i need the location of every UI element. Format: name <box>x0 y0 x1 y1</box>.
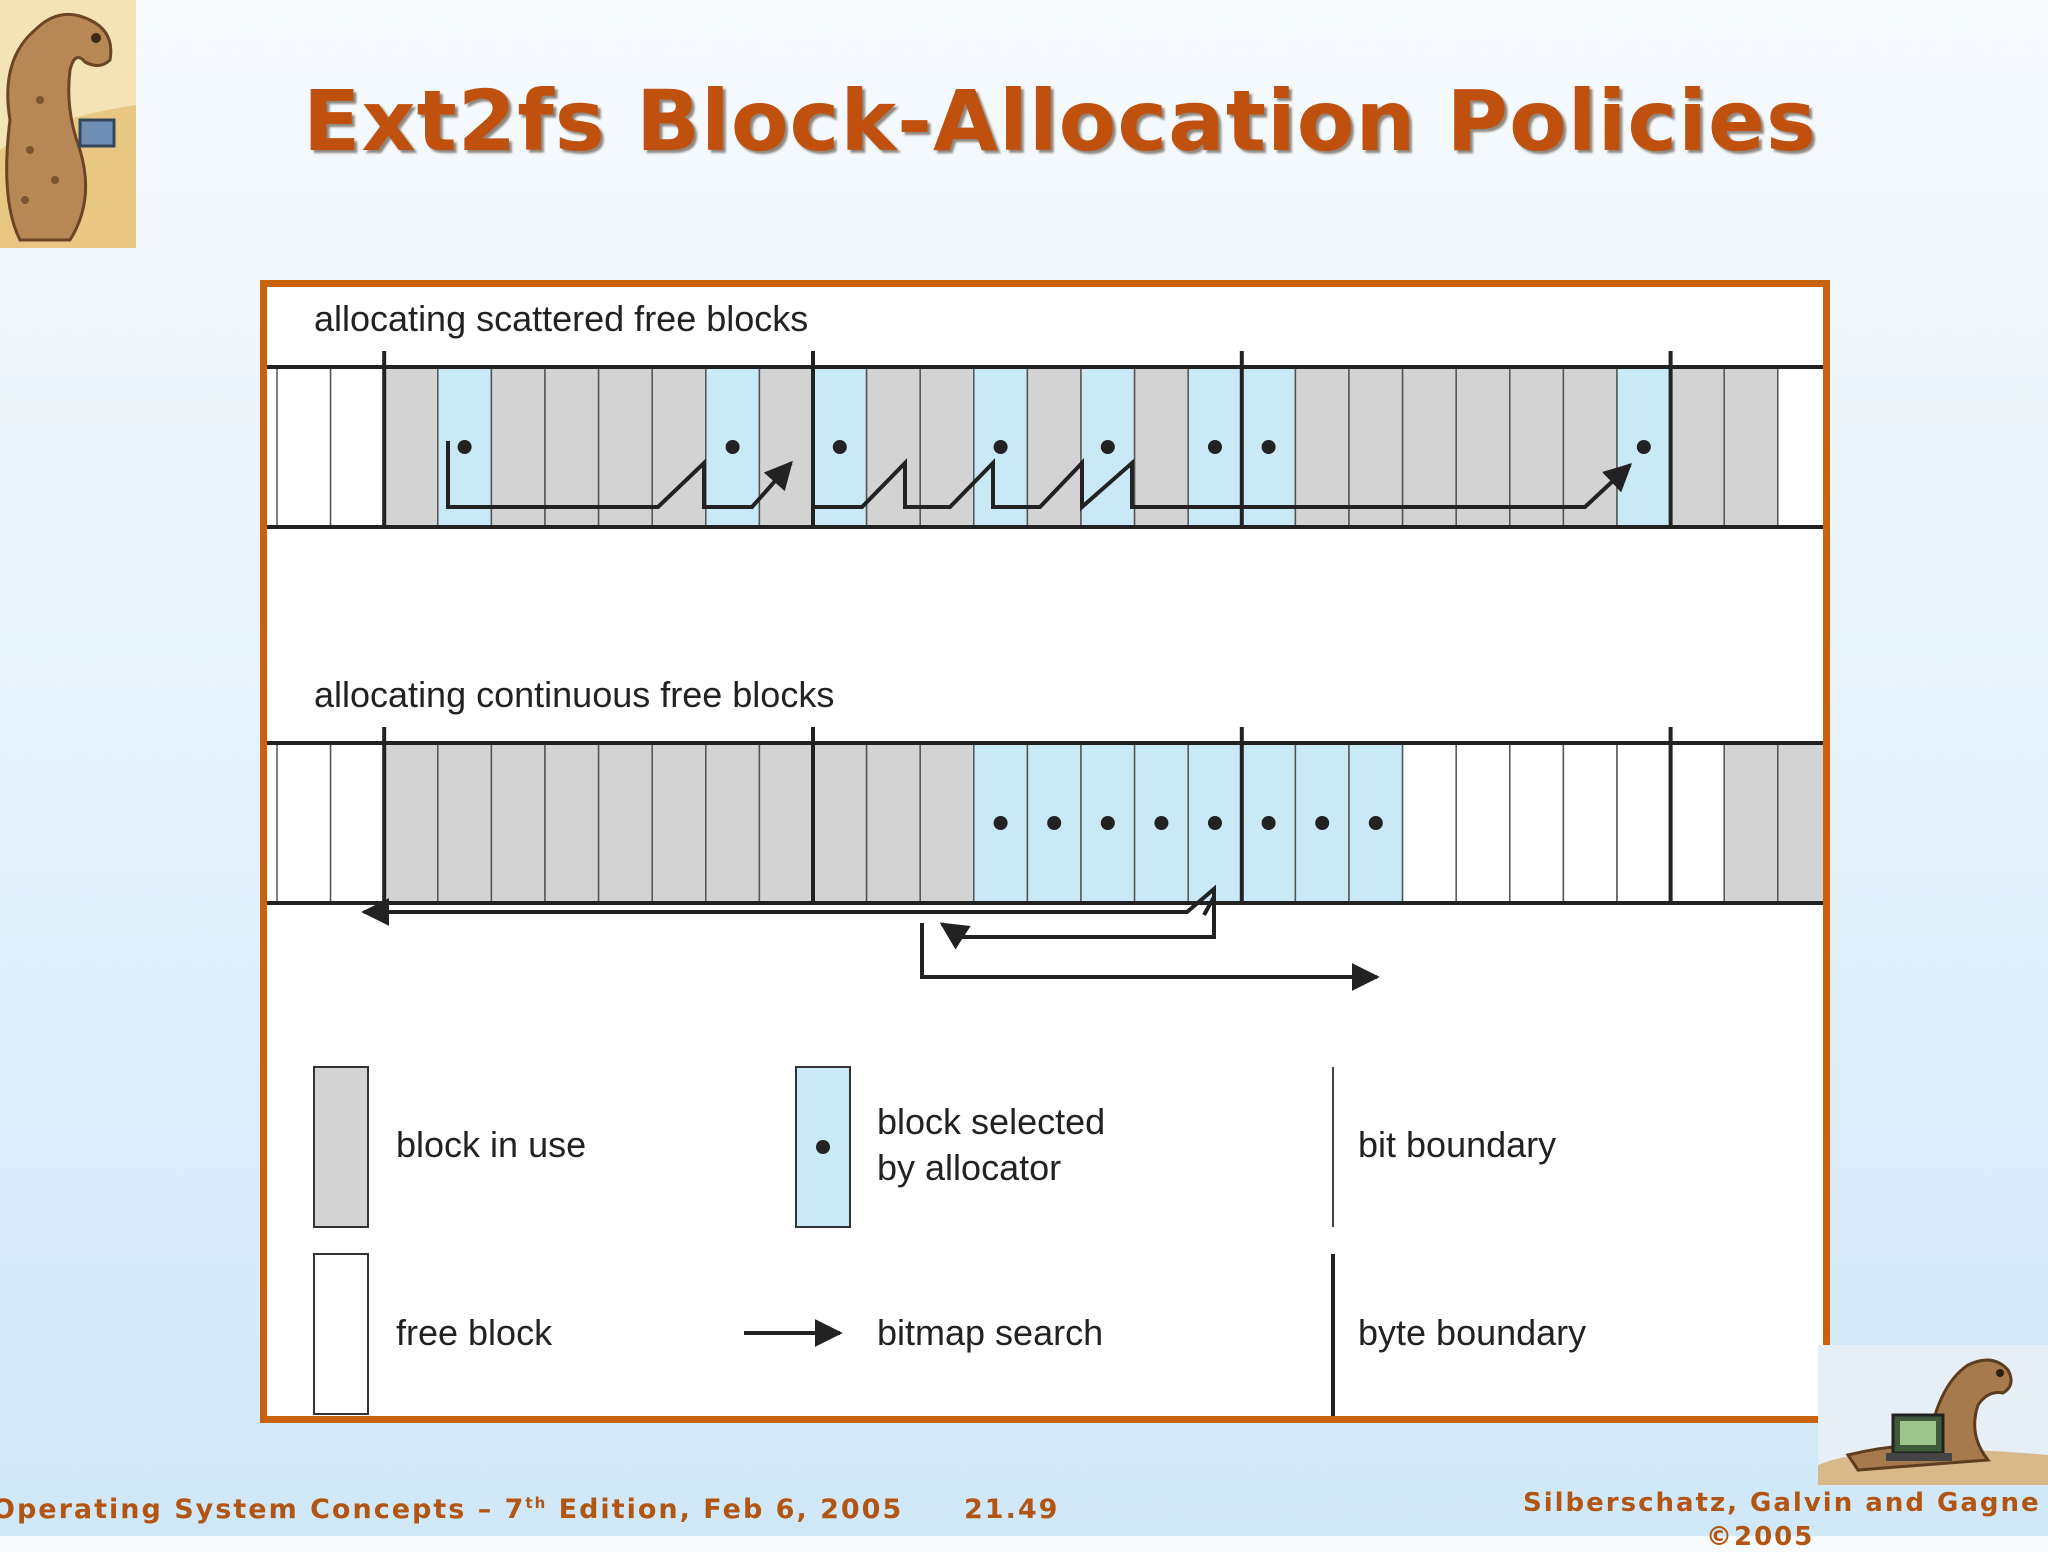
block-in-use <box>1723 742 1779 904</box>
footer-edition-sup: th <box>525 1494 548 1512</box>
legend-by-allocator-label: by allocator <box>877 1147 1061 1188</box>
footer-book-title-prefix: Operating System Concepts – 7 <box>0 1494 526 1525</box>
block-in-use <box>383 366 439 528</box>
block-in-use <box>1509 366 1565 528</box>
block-in-use <box>919 366 975 528</box>
selected-block-dot <box>1261 440 1276 454</box>
legend-free-swatch <box>313 1253 369 1415</box>
selected-block-dot <box>993 816 1008 830</box>
block-in-use <box>490 366 546 528</box>
selected-block-dot <box>832 440 847 454</box>
legend-free-block-label: free block <box>396 1312 553 1353</box>
scattered-section-label: allocating scattered free blocks <box>314 298 808 339</box>
free-block <box>1616 742 1672 904</box>
free-block <box>1401 742 1457 904</box>
block-in-use <box>1348 366 1404 528</box>
selected-block-dot <box>1315 816 1330 830</box>
block-in-use <box>812 742 868 904</box>
selected-block-dot <box>1047 816 1062 830</box>
legend-block-in-use-label: block in use <box>396 1124 586 1165</box>
footer-book-title-suffix: Edition, Feb 6, 2005 <box>547 1494 904 1525</box>
continuous-search-path-back <box>939 889 1216 950</box>
legend-bitmap-search-label: bitmap search <box>877 1312 1103 1353</box>
block-in-use <box>651 742 707 904</box>
legend-bit-boundary-label: bit boundary <box>1358 1124 1556 1165</box>
block-allocation-figure: allocating scattered free blocks allocat… <box>260 280 1830 1423</box>
free-block <box>1777 366 1823 528</box>
block-in-use <box>758 742 814 904</box>
footer-page-number: 21.49 <box>964 1494 1060 1525</box>
legend-byte-boundary-label: byte boundary <box>1358 1312 1586 1353</box>
block-in-use <box>1026 366 1082 528</box>
scattered-blocks-row <box>267 351 1823 529</box>
free-block <box>329 366 385 528</box>
block-in-use <box>1133 366 1189 528</box>
selected-block-dot <box>1208 440 1222 454</box>
selected-block-dot <box>1261 816 1276 830</box>
selected-block-dot <box>725 440 740 454</box>
block-in-use <box>1401 366 1457 528</box>
free-block <box>329 742 385 904</box>
legend-used-swatch <box>313 1066 369 1228</box>
footer-copyright: ©2005 <box>1706 1522 1815 1552</box>
continuous-section-label: allocating continuous free blocks <box>314 674 834 715</box>
slide-title: Ext2fs Block-Allocation Policies <box>303 72 1817 170</box>
block-in-use <box>383 742 439 904</box>
block-in-use <box>1777 742 1823 904</box>
scattered-search-path <box>812 458 1633 512</box>
block-in-use <box>758 366 814 528</box>
legend-selected-dot <box>816 1140 830 1154</box>
block-allocation-diagram: allocating scattered free blocks allocat… <box>267 298 1823 1416</box>
legend-block-selected-label: block selected <box>877 1101 1105 1142</box>
block-in-use <box>1723 366 1779 528</box>
continuous-search-path-forward <box>920 923 1380 991</box>
block-in-use <box>865 742 921 904</box>
block-in-use <box>544 366 600 528</box>
block-in-use <box>919 742 975 904</box>
selected-block-dot <box>1636 440 1651 454</box>
block-in-use <box>705 742 761 904</box>
free-block <box>276 742 332 904</box>
block-in-use <box>544 742 600 904</box>
free-block <box>1455 742 1511 904</box>
free-block <box>1669 742 1725 904</box>
free-block <box>1562 742 1618 904</box>
selected-block-dot <box>1100 440 1115 454</box>
block-in-use <box>1294 366 1350 528</box>
footer-book-title: Operating System Concepts – 7th Edition,… <box>0 1494 903 1525</box>
selected-block-dot <box>457 440 472 454</box>
dinosaur-illustration-top-left <box>0 0 136 248</box>
block-in-use <box>865 366 921 528</box>
block-in-use <box>1669 366 1725 528</box>
dinosaur-illustration-bottom-right <box>1818 1345 2048 1485</box>
block-in-use <box>597 742 653 904</box>
block-in-use <box>437 742 493 904</box>
footer-authors: Silberschatz, Galvin and Gagne <box>1523 1488 2041 1518</box>
free-block <box>276 366 332 528</box>
selected-block-dot <box>1100 816 1115 830</box>
selected-block-dot <box>993 440 1008 454</box>
selected-block-dot <box>1368 816 1383 830</box>
scattered-search-path <box>446 441 793 509</box>
continuous-blocks-row <box>267 727 1823 905</box>
block-in-use <box>1455 366 1511 528</box>
selected-block-dot <box>1154 816 1169 830</box>
selected-block-dot <box>1208 816 1222 830</box>
block-in-use <box>597 366 653 528</box>
block-in-use <box>490 742 546 904</box>
free-block <box>1509 742 1565 904</box>
